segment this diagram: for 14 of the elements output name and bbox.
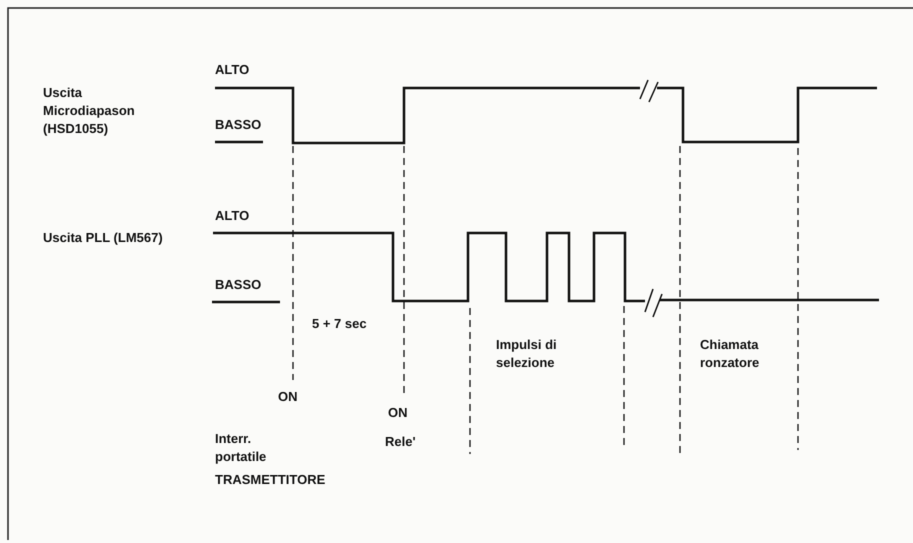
interval-label: Chiamata ronzatore — [700, 336, 760, 372]
level-label: BASSO — [215, 117, 262, 133]
level-label: ALTO — [215, 62, 250, 78]
level-label: BASSO — [215, 277, 262, 293]
device-label: TRASMETTITORE — [215, 472, 326, 488]
event-label: ON — [278, 389, 298, 405]
duration-label: 5 + 7 sec — [312, 316, 367, 332]
level-label: ALTO — [215, 208, 250, 224]
interval-label: Impulsi di selezione — [496, 336, 558, 372]
device-label: Rele' — [385, 434, 416, 450]
event-label: ON — [388, 405, 408, 421]
signal-name: Uscita PLL (LM567) — [43, 229, 163, 247]
signal-name: Uscita Microdiapason (HSD1055) — [43, 84, 136, 138]
device-label: Interr. portatile — [215, 430, 268, 466]
